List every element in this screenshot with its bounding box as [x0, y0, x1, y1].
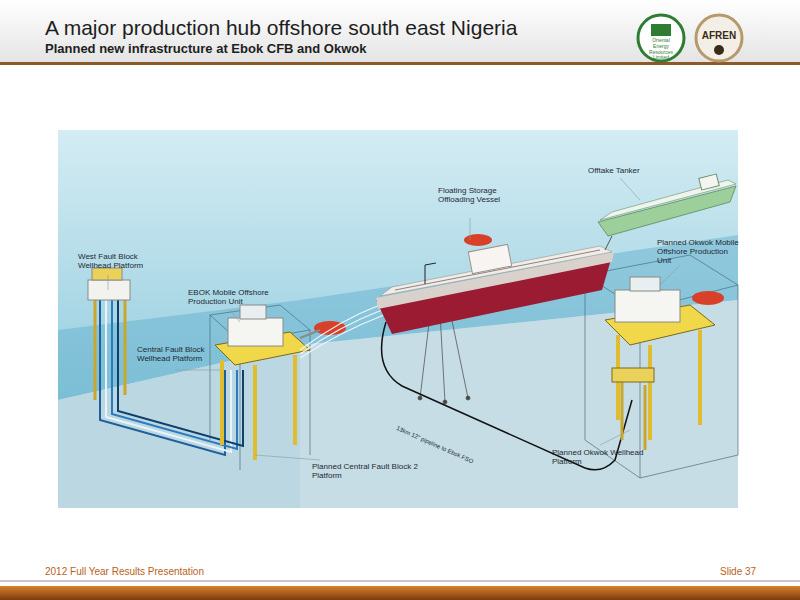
- callout-label: West Fault Block Wellhead Platform: [78, 252, 150, 270]
- header-rule: [0, 62, 800, 65]
- logo-text: AFREN: [696, 30, 742, 42]
- ebok-mopu: [215, 305, 346, 460]
- slide-title: A major production hub offshore south ea…: [45, 16, 517, 40]
- oriental-logo: [638, 15, 684, 61]
- sea-surface: [58, 130, 738, 508]
- callout-label: Planned Okwok Mobile Offshore Production…: [657, 238, 739, 266]
- logo-text: Oriental Energy Resources Limited: [646, 38, 676, 61]
- oriental-logo-mark: [651, 24, 671, 36]
- header-band: [0, 0, 800, 62]
- afren-logo: [696, 15, 742, 61]
- fso-vessel: [376, 234, 614, 334]
- callout-label: Floating Storage Offloading Vessel: [438, 186, 520, 204]
- callout-label: Planned Central Fault Block 2 Platform: [312, 462, 422, 480]
- okwok-wellhead: [612, 368, 654, 450]
- footer-text: 2012 Full Year Results Presentation: [45, 566, 204, 578]
- okwok-cube: [585, 255, 738, 478]
- footer-rule: [0, 580, 800, 582]
- afren-logo-mark: [714, 45, 724, 55]
- callout-label: Offtake Tanker: [588, 166, 640, 175]
- okwok-mopu: [605, 277, 724, 440]
- flowlines: [100, 300, 243, 455]
- footer-text: Slide 37: [720, 566, 756, 578]
- export-pipeline: [382, 322, 632, 470]
- slide-subtitle: Planned new infrastructure at Ebok CFB a…: [45, 42, 366, 57]
- callout-label: Planned Okwok Wellhead Platform: [552, 448, 662, 466]
- offtake-tanker: [598, 174, 736, 236]
- callout-label: EBOK Mobile Offshore Production Unit: [188, 288, 288, 306]
- leader-lines: [108, 178, 680, 460]
- risers: [300, 305, 384, 358]
- footer-band: [0, 586, 800, 600]
- west-platform: [88, 268, 130, 400]
- callout-label: Central Fault Block Wellhead Platform: [137, 345, 211, 363]
- hawser: [605, 236, 612, 250]
